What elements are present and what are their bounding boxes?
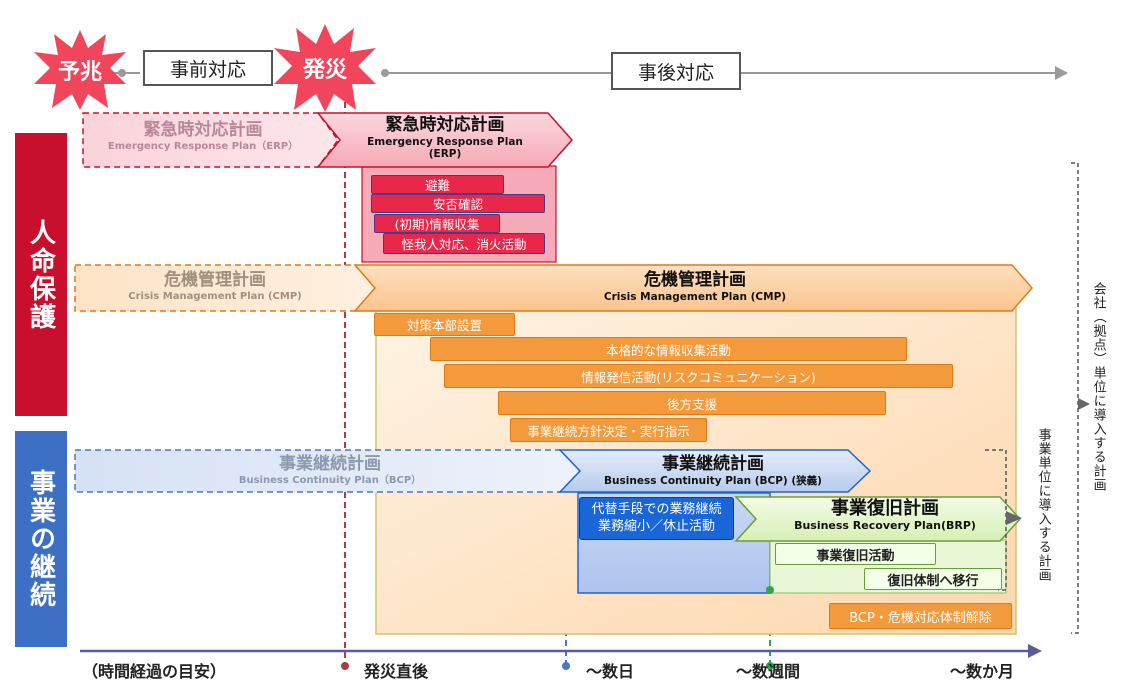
bcp-release-task: BCP・危機対応体制解除: [829, 603, 1012, 629]
brp-arrow: [734, 496, 1022, 542]
omen-label: 予兆: [57, 60, 102, 85]
occurrence-burst: 発災: [272, 22, 378, 114]
erp-subtitle: Emergency Response Plan: [367, 135, 523, 148]
timeline-caption: （時間経過の目安）: [82, 662, 227, 681]
cmp-task-risk-communication: 情報発信活動(リスクコミュニケーション): [444, 364, 953, 388]
erp-task-safety-check: 安否確認: [371, 194, 545, 213]
brp-task-transition: 復旧体制へ移行: [864, 568, 1002, 590]
erp-task-initial-info: (初期)情報収集: [374, 214, 500, 233]
bcp-dashed-text: 事業継続計画 Business Continuity Plan（BCP）: [200, 454, 460, 486]
erp-dashed-text: 緊急時対応計画 Emergency Response Plan（ERP）: [88, 120, 318, 152]
cmp-title: 危機管理計画: [644, 270, 746, 290]
erp-subtitle-abbr: (ERP): [428, 147, 462, 160]
bcp-dashed-subtitle: Business Continuity Plan（BCP）: [238, 474, 422, 486]
business-level-label: 事業単位に導入する計画: [1035, 428, 1051, 582]
erp-dashed-title: 緊急時対応計画: [143, 120, 263, 140]
erp-title: 緊急時対応計画: [385, 115, 505, 135]
cmp-task-info-gathering: 本格的な情報収集活動: [430, 337, 907, 361]
omen-burst: 予兆: [32, 28, 128, 112]
post-response-label: 事後対応: [637, 61, 714, 84]
erp-dashed-subtitle: Emergency Response Plan（ERP）: [107, 140, 299, 152]
bcp-solid-text: 事業継続計画 Business Continuity Plan (BCP) (狭…: [583, 454, 843, 487]
bcp-dashed-title: 事業継続計画: [279, 454, 381, 474]
brp-task-recovery-activities: 事業復旧活動: [775, 543, 936, 565]
business-continuity-label: 事業の継続: [25, 469, 56, 609]
company-bracket: [1071, 162, 1079, 634]
cmp-solid-text: 危機管理計画 Crisis Management Plan (CMP): [560, 270, 830, 303]
bcp-solid-arrow: [558, 449, 872, 493]
brp-title: 事業復旧計画: [831, 498, 939, 519]
bcp-dashed-arrow: [74, 449, 582, 493]
cmp-subtitle: Crisis Management Plan (CMP): [603, 290, 787, 303]
pre-response-label: 事前対応: [169, 58, 246, 81]
bcp-title: 事業継続計画: [662, 454, 764, 474]
brp-text: 事業復旧計画 Business Recovery Plan(BRP): [770, 498, 1000, 532]
top-timeline-arrowhead: [1055, 66, 1068, 80]
bcp-task-alternative-ops: 代替手段での業務継続 業務縮小／休止活動: [579, 497, 734, 540]
cmp-dashed-text: 危機管理計画 Crisis Management Plan (CMP): [100, 270, 330, 302]
timeline-t2: ～数日: [586, 662, 635, 681]
timeline-t4: ～数か月: [950, 662, 1015, 681]
life-protection-band: 人命保護: [15, 133, 67, 416]
brp-subtitle: Business Recovery Plan(BRP): [794, 518, 976, 532]
timeline-t3: ～数週間: [736, 662, 801, 681]
erp-task-evacuation: 避難: [371, 175, 504, 194]
company-level-label: 会社（拠点）単位に導入する計画: [1090, 282, 1106, 492]
occurrence-label: 発災: [302, 58, 347, 83]
pre-response-box: 事前対応: [143, 50, 273, 86]
erp-solid-text: 緊急時対応計画 Emergency Response Plan (ERP): [340, 115, 550, 160]
cmp-dashed-title: 危機管理計画: [164, 270, 266, 290]
cmp-task-backup-support: 後方支援: [498, 391, 886, 415]
erp-dashed-arrow: [82, 112, 339, 168]
cmp-dashed-subtitle: Crisis Management Plan (CMP): [128, 290, 302, 302]
cmp-task-hq-setup: 対策本部設置: [374, 313, 515, 336]
business-continuity-band: 事業の継続: [15, 431, 67, 647]
erp-solid-arrow: [316, 112, 574, 168]
cmp-task-policy-decision: 事業継続方針決定・実行指示: [510, 418, 707, 442]
life-protection-label: 人命保護: [25, 218, 56, 331]
post-response-box: 事後対応: [611, 52, 741, 90]
cmp-solid-arrow: [353, 264, 1033, 312]
bcp-subtitle: Business Continuity Plan (BCP) (狭義): [604, 474, 822, 487]
timeline-t1: 発災直後: [364, 662, 429, 681]
erp-task-injury-fire: 怪我人対応、消火活動: [383, 233, 545, 254]
